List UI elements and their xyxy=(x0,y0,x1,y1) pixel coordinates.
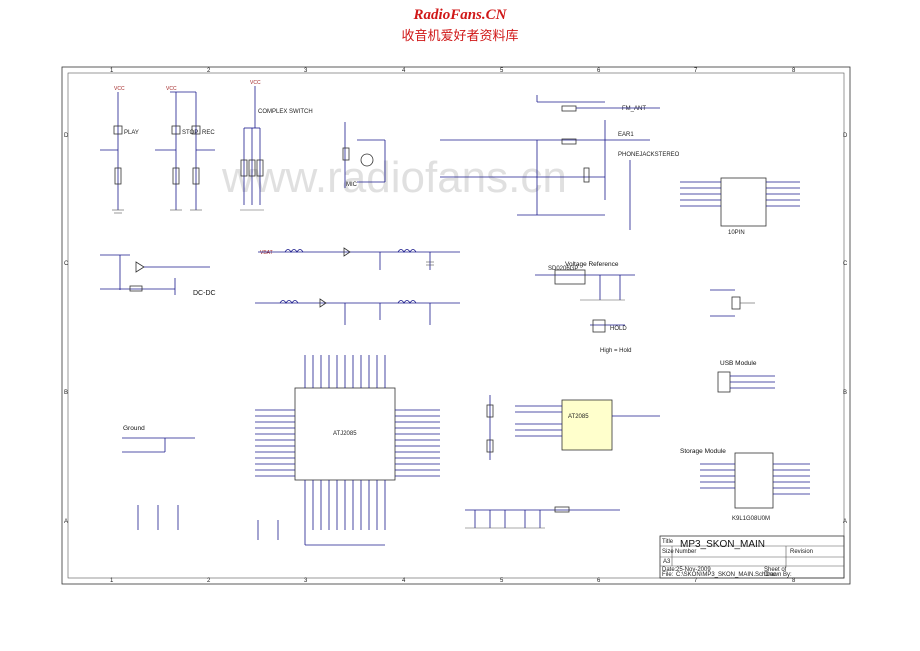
crystal-circuit xyxy=(710,289,755,317)
site-subtitle: 收音机爱好者资料库 xyxy=(401,29,519,44)
drawn-label: Drawn By: xyxy=(764,572,792,578)
fm-ant-label: FM_ANT xyxy=(622,106,646,112)
grid-col-1: 1 xyxy=(110,68,114,74)
earphone-label: PHONEJACKSTEREO xyxy=(618,152,680,158)
main-chip-pins-left xyxy=(255,409,295,477)
storage-chip-label: K9L1G08U0M xyxy=(732,516,770,522)
grid-row-d-right: D xyxy=(843,133,848,139)
grid-row-b: B xyxy=(64,390,68,396)
size-value: A3 xyxy=(663,559,671,565)
grid-col-5-bottom: 5 xyxy=(500,578,504,584)
ground-section: Ground xyxy=(122,425,195,453)
grid-col-4: 4 xyxy=(402,68,406,74)
grid-row-b-right: B xyxy=(843,390,847,396)
mic-label: MIC xyxy=(346,182,358,188)
dcdc-circuit: DC-DC xyxy=(100,254,216,297)
ref-chip-label: SD0206GP xyxy=(548,266,578,272)
bottom-capacitors xyxy=(465,506,620,529)
connector-10pin: 10PIN xyxy=(680,177,800,236)
usb-module: USB Module xyxy=(717,360,775,393)
date-label: Date: xyxy=(662,567,677,573)
grid-col-7-bottom: 7 xyxy=(694,578,698,584)
earphone-circuit: FM_ANT EAR1 PHONEJACKSTEREO xyxy=(440,95,680,230)
complex-switch: VCC COMPLEX SWITCH xyxy=(240,80,313,211)
dcdc-title: DC-DC xyxy=(193,290,216,297)
file-label: File: xyxy=(662,572,674,578)
main-chip-pins-top xyxy=(304,355,386,388)
grid-rows: D C B A D C B A xyxy=(64,133,848,525)
ear-label: EAR1 xyxy=(618,132,634,138)
usb-title: USB Module xyxy=(720,360,757,367)
main-chip: ATJ2085 xyxy=(255,355,440,546)
site-title: RadioFans.CN xyxy=(413,7,507,23)
grid-col-2-bottom: 2 xyxy=(207,578,211,584)
grid-col-3-bottom: 3 xyxy=(304,578,308,584)
sheet-border xyxy=(61,66,851,585)
vbat-label: VBAT xyxy=(260,250,273,256)
hold-label: HOLD xyxy=(610,326,627,332)
power-chain-2 xyxy=(255,298,460,325)
button-switches: VCC PLAY VCC STOP REC xyxy=(100,86,215,214)
rec-label: REC xyxy=(202,130,215,136)
grid-col-8: 8 xyxy=(792,68,796,74)
number-label: Number xyxy=(675,549,696,555)
watermark-text: www.radiofans.cn xyxy=(221,153,567,202)
sheet-label: Sheet of xyxy=(764,567,787,573)
grid-row-d: D xyxy=(64,133,69,139)
vcc-label-stop: VCC xyxy=(166,86,177,92)
grid-row-a: A xyxy=(64,519,68,525)
mic-circuit: MIC xyxy=(342,122,386,188)
grid-col-6-bottom: 6 xyxy=(597,578,601,584)
storage-module: Storage Module K9L1G08U0M xyxy=(680,448,810,522)
fm-chip: AT2085 xyxy=(486,395,660,460)
title-block: Title MP3_SKON_MAIN Size Number Revision… xyxy=(659,535,845,579)
vcc-label-play: VCC xyxy=(114,86,125,92)
grid-row-a-right: A xyxy=(843,519,847,525)
high-hold-label: High = Hold xyxy=(600,348,632,354)
grid-columns: 1 2 3 4 5 6 7 8 1 2 3 4 5 6 7 8 xyxy=(110,68,796,584)
voltage-ref-title: Voltage Reference xyxy=(565,261,619,268)
power-chain-1: VBAT xyxy=(258,247,460,270)
ground-title: Ground xyxy=(123,425,145,432)
grid-col-1-bottom: 1 xyxy=(110,578,114,584)
grid-col-4-bottom: 4 xyxy=(402,578,406,584)
sheet-inner-border xyxy=(67,72,845,579)
play-label: PLAY xyxy=(124,130,139,136)
stop-label: STOP xyxy=(182,130,198,136)
storage-title: Storage Module xyxy=(680,448,726,455)
voltage-reference: Voltage Reference SD0206GP HOLD High = H… xyxy=(535,261,635,354)
date-value: 25-Nov-2009 xyxy=(676,567,711,573)
main-chip-label: ATJ2085 xyxy=(333,431,357,437)
file-value: C:\SKON\MP3_SKON_MAIN.SchDoc xyxy=(676,572,776,578)
main-chip-pins-bottom xyxy=(304,480,386,545)
connector-label: 10PIN xyxy=(728,230,745,236)
grid-col-5: 5 xyxy=(500,68,504,74)
title-label: Title xyxy=(662,539,674,545)
bottom-left-caps xyxy=(137,505,279,540)
grid-col-3: 3 xyxy=(304,68,308,74)
grid-col-2: 2 xyxy=(207,68,211,74)
title-value: MP3_SKON_MAIN xyxy=(680,539,765,550)
grid-row-c-right: C xyxy=(843,261,848,267)
complex-switch-label: COMPLEX SWITCH xyxy=(258,109,313,115)
vcc-label-sw: VCC xyxy=(250,80,261,86)
fm-chip-label: AT2085 xyxy=(568,414,589,420)
grid-col-8-bottom: 8 xyxy=(792,578,796,584)
revision-label: Revision xyxy=(790,549,813,555)
size-label: Size xyxy=(662,549,674,555)
grid-col-7: 7 xyxy=(694,68,698,74)
grid-col-6: 6 xyxy=(597,68,601,74)
grid-row-c: C xyxy=(64,261,69,267)
main-chip-pins-right xyxy=(395,409,440,477)
